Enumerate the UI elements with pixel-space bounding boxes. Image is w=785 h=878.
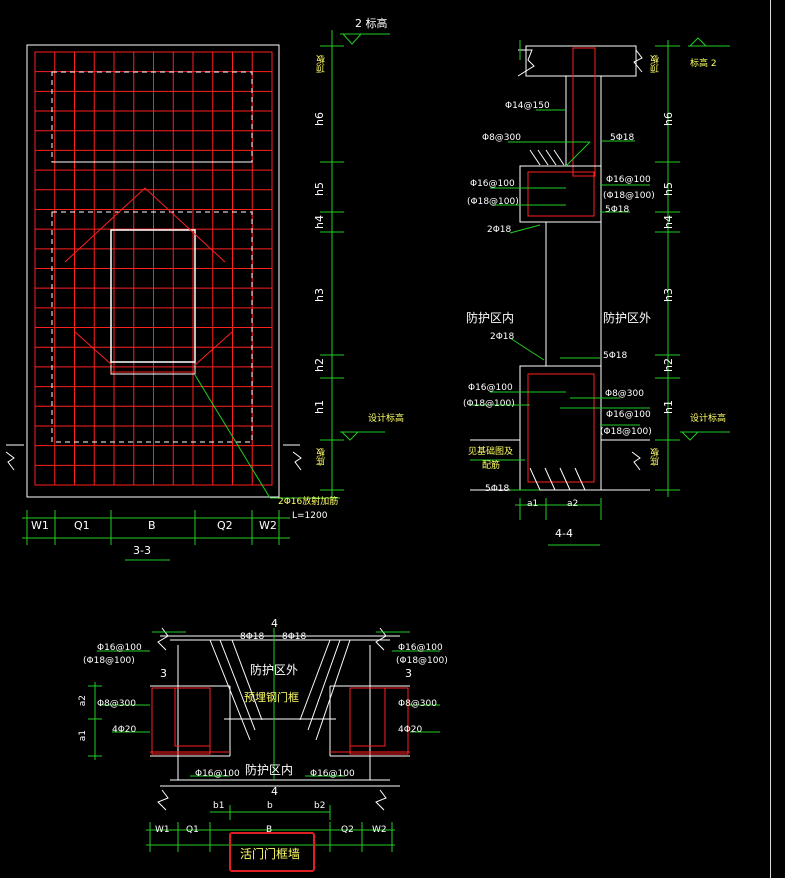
dim-w1: W1 (31, 519, 49, 532)
roof-tag-4-4: 顶板 (651, 55, 661, 73)
label-4-4-19: 见基础图及 (468, 447, 514, 457)
plan-label-1: Φ16@100 (97, 643, 142, 653)
label-4-4-21: 5Φ18 (485, 484, 510, 494)
level-h1-4-4: h1 (662, 400, 675, 414)
highlight-box (229, 832, 315, 872)
label-4-4-14: Φ16@100 (468, 383, 513, 393)
section-3-3-drawing (5, 30, 390, 561)
label-4-4-18: (Φ18@100) (600, 427, 652, 437)
plan-label-9: Φ8@300 (97, 699, 136, 709)
floor-tag-4-4: 底板 (651, 448, 661, 466)
plan-dim-b1: b1 (213, 801, 225, 811)
level-h5: h5 (313, 182, 326, 196)
plan-dim-a2: a2 (78, 695, 88, 707)
level-h5-4-4: h5 (662, 182, 675, 196)
plan-dim-b-main: B (266, 825, 273, 835)
plan-embedded-frame: 预埋钢门框 (244, 691, 299, 704)
label-protect-outside: 防护区外 (603, 311, 652, 325)
level-h1: h1 (313, 400, 326, 414)
level-h4-4-4: h4 (662, 215, 675, 229)
label-4-4-13: 5Φ18 (603, 351, 628, 361)
label-4-4-1: Φ14@150 (505, 101, 550, 111)
plan-dim-a1: a1 (78, 730, 88, 742)
plan-label-10: Φ8@300 (398, 699, 437, 709)
plan-dim-q1: Q1 (186, 825, 199, 835)
plan-label-12: 4Φ20 (398, 725, 423, 735)
dim-w2: W2 (259, 519, 277, 532)
label-4-4-12: 2Φ18 (490, 332, 515, 342)
design-level-label: 设计标高 (368, 414, 405, 424)
plan-dim-b2: b2 (314, 801, 326, 811)
level-h2: h2 (313, 358, 326, 372)
viewport-edge-line (770, 0, 771, 878)
roof-tag: 顶板 (317, 55, 327, 73)
level-h2-4-4: h2 (662, 358, 675, 372)
plan-dim-w1: W1 (155, 825, 170, 835)
level-h4: h4 (313, 215, 326, 229)
label-4-4-16: Φ8@300 (605, 389, 644, 399)
section-3-3-title: 3-3 (133, 544, 151, 557)
level-h6-4-4: h6 (662, 112, 675, 126)
plan-dim-w2: W2 (372, 825, 387, 835)
label-4-4-4: Φ16@100 (470, 179, 515, 189)
label-protect-inside: 防护区内 (466, 311, 515, 325)
label-4-4-20: 配筋 (482, 461, 501, 471)
level-h3-4-4: h3 (662, 288, 675, 302)
level-h6: h6 (313, 112, 326, 126)
label-4-4-2: Φ8@300 (482, 133, 521, 143)
radial-rebar-note: 2Φ16放射加筋 (278, 497, 339, 507)
plan-label-4: 8Φ18 (282, 632, 307, 642)
plan-label-5: Φ16@100 (398, 643, 443, 653)
plan-dim-q2: Q2 (341, 825, 354, 835)
top-level-label-4-4: 标高 2 (690, 59, 717, 69)
plan-label-3: 8Φ18 (240, 632, 265, 642)
label-4-4-3: 5Φ18 (610, 133, 635, 143)
label-4-4-6: Φ16@100 (606, 175, 651, 185)
dim-a1-4-4: a1 (527, 499, 539, 509)
label-4-4-7: (Φ18@100) (603, 191, 655, 201)
label-4-4-9: 2Φ18 (487, 225, 512, 235)
plan-label-6: (Φ18@100) (396, 656, 448, 666)
dim-q1: Q1 (74, 519, 90, 532)
level-h3: h3 (313, 288, 326, 302)
top-level-label: 2 标高 (355, 17, 388, 30)
plan-view-drawing (88, 627, 440, 852)
section-4-4-drawing (470, 37, 730, 546)
plan-dim-b: b (267, 801, 273, 811)
plan-section-3-right: 3 (405, 667, 412, 680)
plan-title: 活门门框墙 (240, 847, 301, 861)
plan-protect-outside: 防护区外 (250, 663, 299, 677)
label-4-4-8: 5Φ18 (605, 205, 630, 215)
label-4-4-17: Φ16@100 (606, 410, 651, 420)
dim-q2: Q2 (217, 519, 233, 532)
design-level-label-4-4: 设计标高 (690, 414, 727, 424)
label-4-4-5: (Φ18@100) (467, 197, 519, 207)
floor-tag: 底板 (317, 448, 327, 466)
plan-label-11: 4Φ20 (112, 725, 137, 735)
plan-label-15: Φ16@100 (310, 769, 355, 779)
plan-protect-inside: 防护区内 (245, 763, 294, 777)
plan-label-2: (Φ18@100) (83, 656, 135, 666)
length-note: L=1200 (292, 511, 328, 521)
label-4-4-15: (Φ18@100) (463, 399, 515, 409)
section-4-4-title: 4-4 (555, 527, 573, 540)
plan-section-mark-bottom: 4 (271, 785, 278, 798)
dim-a2-4-4: a2 (567, 499, 579, 509)
plan-label-14: Φ16@100 (195, 769, 240, 779)
plan-section-3-left: 3 (160, 667, 167, 680)
plan-section-mark-top: 4 (271, 617, 278, 630)
dim-b: B (148, 519, 156, 532)
